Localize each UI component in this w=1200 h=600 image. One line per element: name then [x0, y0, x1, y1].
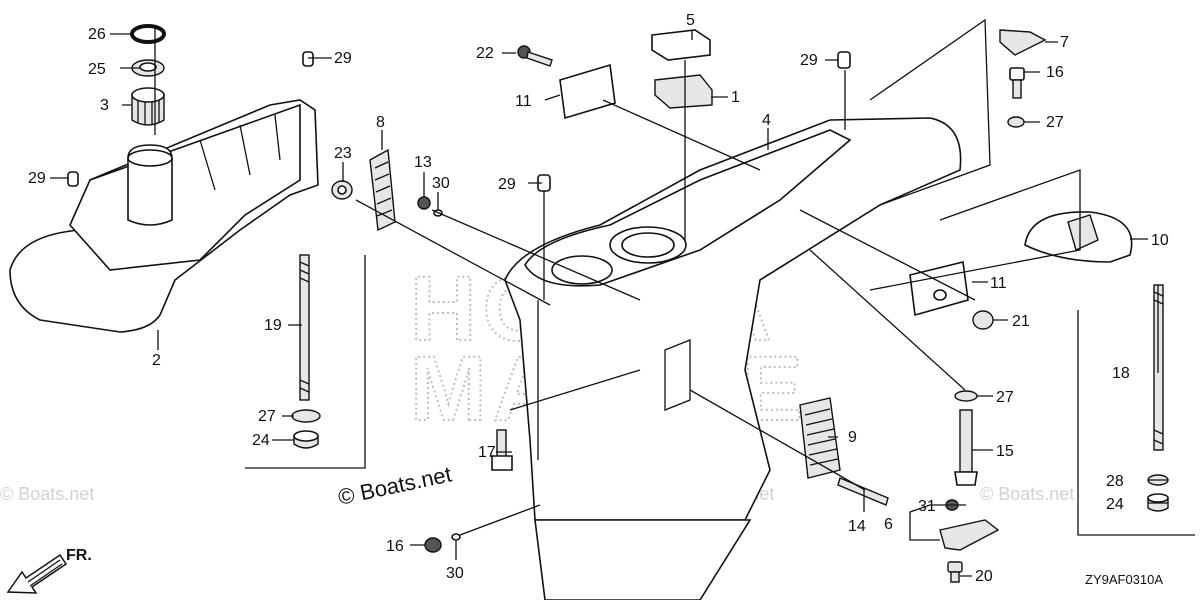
callout-9: 9	[848, 429, 857, 446]
part-bolt-12	[417, 196, 431, 210]
part-washer-27-center	[954, 390, 978, 402]
callout-29c: 29	[800, 52, 818, 69]
callout-29a: 29	[334, 50, 352, 67]
part-needle-bearing	[131, 87, 165, 126]
part-cushion-5	[651, 29, 711, 61]
callout-31: 31	[918, 498, 936, 515]
callout-11a: 11	[515, 93, 532, 110]
callout-21: 21	[1012, 313, 1030, 330]
watermark-site-left: © Boats.net	[0, 484, 94, 504]
callout-30a: 30	[432, 175, 450, 192]
callout-27c: 28	[1106, 473, 1124, 490]
part-stud-right	[1077, 284, 1195, 536]
part-mount-11b-hole	[933, 289, 947, 301]
part-dowel-pin-2	[67, 171, 79, 187]
part-trim-tab-10	[1024, 211, 1133, 263]
callout-10: 10	[1151, 232, 1169, 249]
part-washer-26	[1007, 116, 1025, 128]
part-washer-30b	[451, 533, 461, 541]
callout-2: 2	[152, 352, 161, 369]
part-anode-8	[369, 148, 396, 232]
part-oil-seal	[131, 59, 165, 77]
part-main-gear-case	[504, 117, 962, 600]
callout-29b: 29	[28, 170, 46, 187]
callout-15: 16	[1046, 64, 1064, 81]
copyright-boats-net: © Boats.net	[336, 461, 454, 509]
callout-17: 17	[478, 444, 496, 461]
part-bolt-20	[947, 561, 963, 583]
callout-7: 7	[1060, 34, 1069, 51]
callout-14: 15	[996, 443, 1014, 460]
callout-30b: 30	[446, 565, 464, 582]
part-rubber-1	[654, 74, 713, 109]
callout-13: 14	[848, 518, 866, 535]
part-mount-11a	[559, 63, 616, 120]
callout-25: 25	[88, 61, 106, 78]
callout-1: 1	[731, 89, 740, 106]
part-bolt-13	[837, 477, 889, 506]
callout-3: 3	[100, 97, 109, 114]
front-marker-label: FR.	[66, 547, 92, 564]
callout-11b: 11	[990, 275, 1007, 292]
part-cap-7	[999, 29, 1047, 56]
part-upper-case	[9, 99, 319, 333]
callout-27b: 27	[996, 389, 1014, 406]
part-bolt-15	[1009, 67, 1025, 99]
callout-24a: 24	[252, 432, 270, 449]
part-mount-11b	[909, 261, 969, 317]
callout-8: 8	[376, 114, 385, 131]
part-nut-21	[972, 310, 994, 330]
part-dowel-pin-1	[302, 51, 314, 67]
callout-5: 5	[686, 12, 695, 29]
part-bolt-22	[517, 45, 553, 67]
callout-26: 27	[1046, 114, 1064, 131]
part-dowel-pin-4	[837, 51, 851, 69]
callout-22: 22	[476, 45, 494, 62]
callout-4: 4	[762, 112, 771, 129]
callout-28: 26	[88, 26, 106, 43]
callout-18: 18	[1112, 365, 1130, 382]
callout-29d: 29	[498, 176, 516, 193]
front-arrow-icon	[6, 553, 68, 594]
callout-23: 23	[334, 145, 352, 162]
part-bolt-14	[954, 409, 978, 486]
watermark-site-right: © Boats.net	[980, 484, 1074, 504]
part-stud-left	[245, 254, 366, 469]
part-bolt-17	[491, 429, 513, 471]
callout-27a: 27	[258, 408, 276, 425]
callout-19: 19	[264, 317, 282, 334]
callout-24b: 24	[1106, 496, 1124, 513]
part-anode-9	[799, 397, 841, 479]
part-nut-23	[331, 180, 353, 200]
callout-20: 20	[975, 568, 993, 585]
diagram-code: ZY9AF0310A	[1085, 572, 1163, 587]
part-circlip	[130, 24, 166, 44]
part-anode-6	[939, 519, 1000, 551]
callout-16: 16	[386, 538, 404, 555]
part-bolt-16	[424, 537, 442, 553]
callout-6: 6	[884, 516, 893, 533]
callout-12: 13	[414, 154, 432, 171]
